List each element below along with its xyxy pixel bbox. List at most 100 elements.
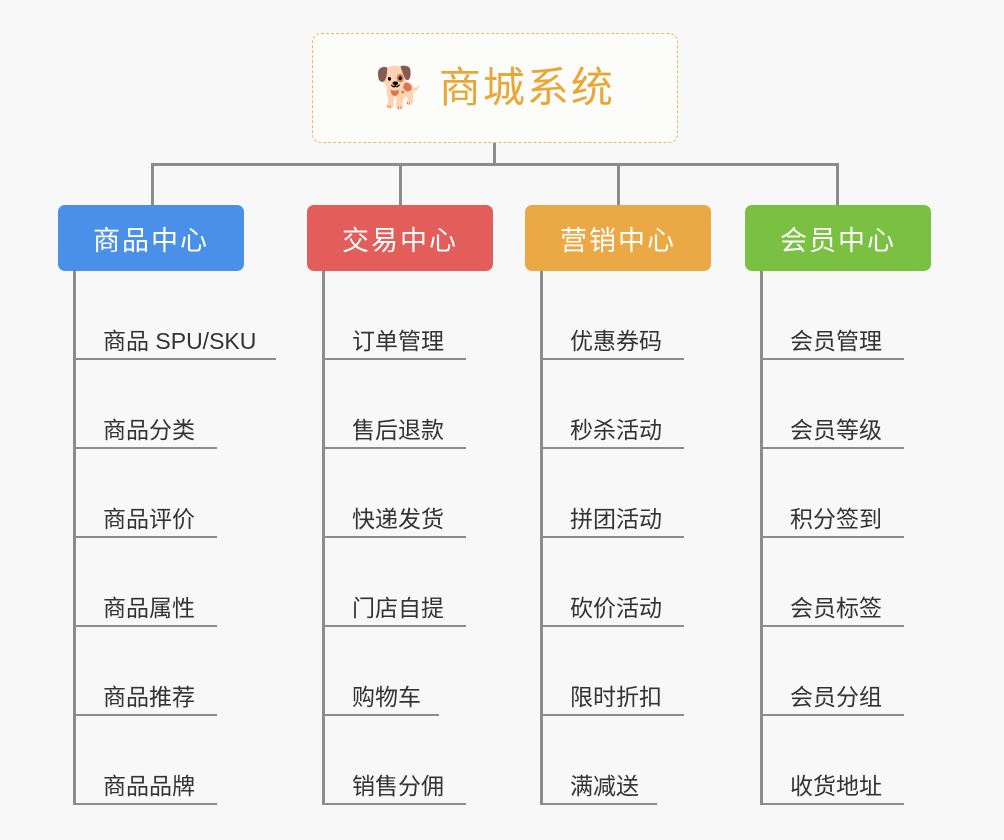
- leaf-underline: [73, 803, 217, 805]
- list-item-label: 商品评价: [103, 506, 195, 532]
- branch-header-product-center[interactable]: 商品中心: [58, 205, 244, 271]
- list-item-label: 秒杀活动: [570, 417, 662, 443]
- list-item-label: 门店自提: [352, 595, 444, 621]
- list-item-label: 商品 SPU/SKU: [103, 328, 257, 354]
- leaf-spine: [73, 271, 76, 805]
- list-item[interactable]: 秒杀活动: [540, 360, 711, 449]
- leaf-underline: [760, 714, 904, 716]
- list-item[interactable]: 会员等级: [760, 360, 931, 449]
- branch-member-center: 会员中心 会员管理 会员等级 积分签到 会员标签 会员分组: [745, 205, 931, 805]
- root-title: 商城系统: [438, 64, 615, 111]
- leaf-spine: [322, 271, 325, 805]
- list-item-label: 会员标签: [790, 595, 882, 621]
- leaf-list-product-center: 商品 SPU/SKU 商品分类 商品评价 商品属性 商品推荐 商品品牌: [73, 271, 276, 805]
- list-item[interactable]: 限时折扣: [540, 627, 711, 716]
- list-item-label: 快递发货: [352, 506, 444, 532]
- list-item[interactable]: 优惠券码: [540, 271, 711, 360]
- branch-product-center: 商品中心 商品 SPU/SKU 商品分类 商品评价 商品属性 商品推荐: [58, 205, 276, 805]
- list-item-label: 会员分组: [790, 684, 882, 710]
- branch-header-trade-center[interactable]: 交易中心: [307, 205, 493, 271]
- branch-marketing-center: 营销中心 优惠券码 秒杀活动 拼团活动 砍价活动 限时折扣: [525, 205, 711, 805]
- leaf-spine: [760, 271, 763, 805]
- branch-drop-connector-4: [836, 163, 839, 207]
- leaf-underline: [540, 536, 684, 538]
- list-item[interactable]: 购物车: [322, 627, 493, 716]
- list-item-label: 会员管理: [790, 328, 882, 354]
- list-item-label: 订单管理: [352, 328, 444, 354]
- list-item[interactable]: 商品 SPU/SKU: [73, 271, 276, 360]
- list-item-label: 限时折扣: [570, 684, 662, 710]
- branch-bus-connector: [151, 163, 839, 166]
- list-item[interactable]: 商品评价: [73, 449, 244, 538]
- list-item[interactable]: 收货地址: [760, 716, 931, 805]
- leaf-underline: [760, 358, 904, 360]
- root-node[interactable]: 🐕 商城系统: [312, 33, 678, 143]
- branch-drop-connector-2: [399, 163, 402, 207]
- leaf-underline: [322, 803, 466, 805]
- leaf-underline: [540, 447, 684, 449]
- list-item[interactable]: 砍价活动: [540, 538, 711, 627]
- list-item-label: 积分签到: [790, 506, 882, 532]
- list-item-label: 拼团活动: [570, 506, 662, 532]
- leaf-underline: [73, 714, 217, 716]
- leaf-underline: [540, 625, 684, 627]
- leaf-underline: [322, 714, 439, 716]
- leaf-underline: [73, 447, 217, 449]
- list-item[interactable]: 会员管理: [760, 271, 931, 360]
- list-item-label: 满减送: [570, 773, 639, 799]
- leaf-underline: [322, 536, 466, 538]
- branch-header-label: 交易中心: [342, 225, 458, 256]
- leaf-underline: [322, 447, 466, 449]
- leaf-underline: [760, 536, 904, 538]
- list-item-label: 销售分佣: [352, 773, 444, 799]
- leaf-list-marketing-center: 优惠券码 秒杀活动 拼团活动 砍价活动 限时折扣 满减送: [540, 271, 711, 805]
- leaf-underline: [760, 625, 904, 627]
- list-item[interactable]: 门店自提: [322, 538, 493, 627]
- list-item-label: 购物车: [352, 684, 421, 710]
- list-item-label: 商品分类: [103, 417, 195, 443]
- list-item[interactable]: 订单管理: [322, 271, 493, 360]
- leaf-spine: [540, 271, 543, 805]
- list-item[interactable]: 快递发货: [322, 449, 493, 538]
- list-item-label: 售后退款: [352, 417, 444, 443]
- list-item-label: 商品品牌: [103, 773, 195, 799]
- shiba-dog-icon: 🐕: [375, 66, 425, 110]
- list-item[interactable]: 积分签到: [760, 449, 931, 538]
- branch-drop-connector-3: [617, 163, 620, 207]
- branch-drop-connector-1: [151, 163, 154, 207]
- list-item[interactable]: 商品属性: [73, 538, 244, 627]
- list-item[interactable]: 销售分佣: [322, 716, 493, 805]
- leaf-underline: [540, 803, 657, 805]
- list-item[interactable]: 会员标签: [760, 538, 931, 627]
- root-stem-connector: [493, 143, 496, 165]
- list-item-label: 砍价活动: [570, 595, 662, 621]
- list-item-label: 商品属性: [103, 595, 195, 621]
- branch-header-label: 会员中心: [780, 225, 896, 256]
- leaf-underline: [322, 625, 466, 627]
- branch-trade-center: 交易中心 订单管理 售后退款 快递发货 门店自提 购物车: [307, 205, 493, 805]
- list-item[interactable]: 满减送: [540, 716, 711, 805]
- leaf-underline: [73, 625, 217, 627]
- leaf-underline: [73, 536, 217, 538]
- branch-header-label: 商品中心: [93, 225, 209, 256]
- leaf-underline: [760, 447, 904, 449]
- list-item-label: 优惠券码: [570, 328, 662, 354]
- branch-header-label: 营销中心: [560, 225, 676, 256]
- branch-header-marketing-center[interactable]: 营销中心: [525, 205, 711, 271]
- leaf-underline: [540, 358, 684, 360]
- list-item[interactable]: 售后退款: [322, 360, 493, 449]
- list-item-label: 收货地址: [790, 773, 882, 799]
- list-item-label: 会员等级: [790, 417, 882, 443]
- list-item[interactable]: 会员分组: [760, 627, 931, 716]
- list-item-label: 商品推荐: [103, 684, 195, 710]
- list-item[interactable]: 拼团活动: [540, 449, 711, 538]
- list-item[interactable]: 商品分类: [73, 360, 244, 449]
- branch-header-member-center[interactable]: 会员中心: [745, 205, 931, 271]
- leaf-list-trade-center: 订单管理 售后退款 快递发货 门店自提 购物车 销售分佣: [322, 271, 493, 805]
- list-item[interactable]: 商品品牌: [73, 716, 244, 805]
- list-item[interactable]: 商品推荐: [73, 627, 244, 716]
- leaf-list-member-center: 会员管理 会员等级 积分签到 会员标签 会员分组 收货地址: [760, 271, 931, 805]
- leaf-underline: [322, 358, 466, 360]
- leaf-underline: [540, 714, 684, 716]
